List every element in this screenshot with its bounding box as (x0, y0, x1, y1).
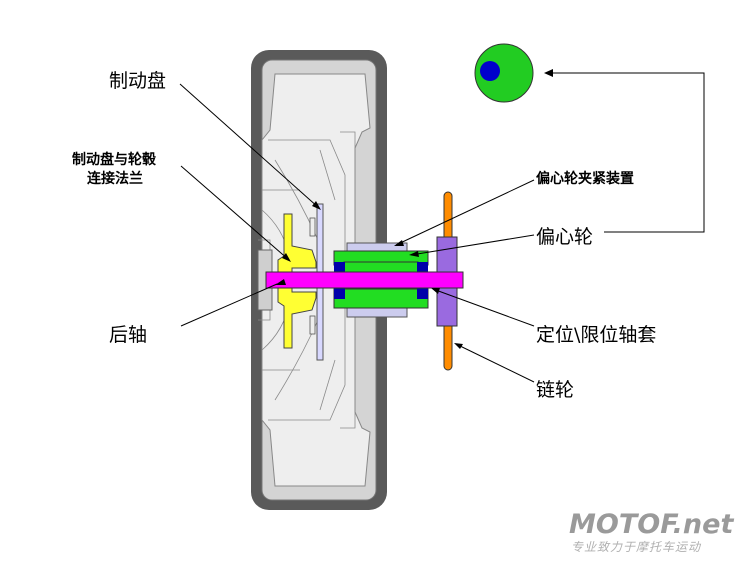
flange-bolt-top (309, 217, 316, 237)
bearing-right-bottom (417, 287, 428, 299)
label-flange-line2: 连接法兰 (87, 171, 143, 187)
eccentric-section-outer (474, 43, 534, 103)
watermark-logo: MOTOF.net (569, 509, 734, 540)
bearing-right-top (417, 262, 428, 274)
label-rear-axle: 后轴 (109, 324, 148, 346)
label-eccentric-wheel: 偏心轮 (536, 226, 594, 248)
label-brake-disc: 制动盘 (109, 70, 167, 92)
sprocket-carrier-top (436, 236, 458, 274)
leader-lines (179, 72, 705, 383)
eccentric-section-inner (480, 61, 500, 81)
watermark: MOTOF.net 专业致力于摩托车运动 (569, 511, 739, 555)
brake-flange (277, 213, 317, 349)
label-eccentric-clamp: 偏心轮夹紧装置 (536, 171, 634, 187)
eccentric-wheel-mid (343, 261, 419, 273)
flange-bolt-bottom (309, 315, 316, 335)
label-sprocket: 链轮 (536, 379, 575, 401)
label-flange-line1: 制动盘与轮毂 (72, 152, 156, 168)
watermark-tagline: 专业致力于摩托车运动 (571, 540, 702, 554)
bearing-left-top (334, 262, 345, 274)
label-positioning-sleeve: 定位\限位轴套 (536, 324, 657, 346)
arrowheads (275, 69, 553, 349)
bearing-left-bottom (334, 287, 345, 299)
eccentric-wheel-bottom (333, 288, 429, 309)
rear-axle (265, 271, 464, 289)
